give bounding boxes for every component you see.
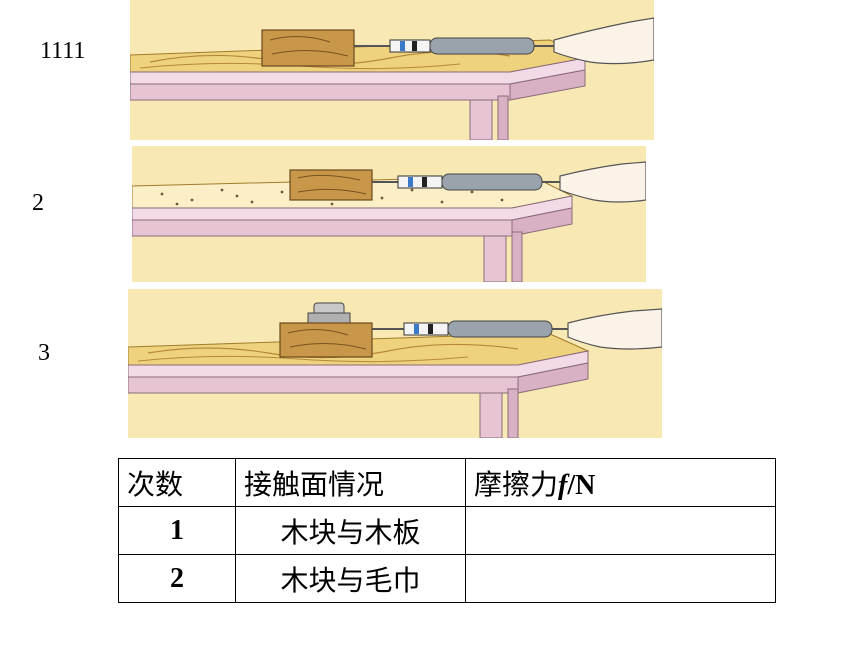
label-2: 2	[32, 190, 44, 216]
friction-table: 次数 接触面情况 摩擦力f/N 1 木块与木板 2 木块与毛巾	[118, 458, 776, 603]
header-count: 次数	[118, 458, 236, 507]
scene-wood-board-weight	[128, 289, 662, 438]
scene-towel	[132, 146, 646, 282]
row-1-surface: 木块与木板	[235, 506, 466, 555]
row-2-friction[interactable]	[465, 554, 776, 603]
scene-wood-board	[130, 0, 654, 140]
header-friction-symbol: f	[558, 469, 568, 501]
table-header-row: 次数 接触面情况 摩擦力f/N	[118, 458, 776, 507]
row-1-friction[interactable]	[465, 506, 776, 555]
header-friction-prefix: 摩擦力	[474, 467, 559, 501]
label-3: 3	[38, 340, 50, 366]
table-row: 1 木块与木板	[118, 506, 776, 555]
table-row: 2 木块与毛巾	[118, 554, 776, 603]
row-1-num: 1	[118, 506, 236, 555]
header-surface: 接触面情况	[235, 458, 466, 507]
label-1: 1111	[40, 38, 86, 64]
header-friction-unit: /N	[567, 469, 596, 501]
row-2-surface: 木块与毛巾	[235, 554, 466, 603]
header-friction: 摩擦力f/N	[465, 458, 776, 507]
row-2-num: 2	[118, 554, 236, 603]
